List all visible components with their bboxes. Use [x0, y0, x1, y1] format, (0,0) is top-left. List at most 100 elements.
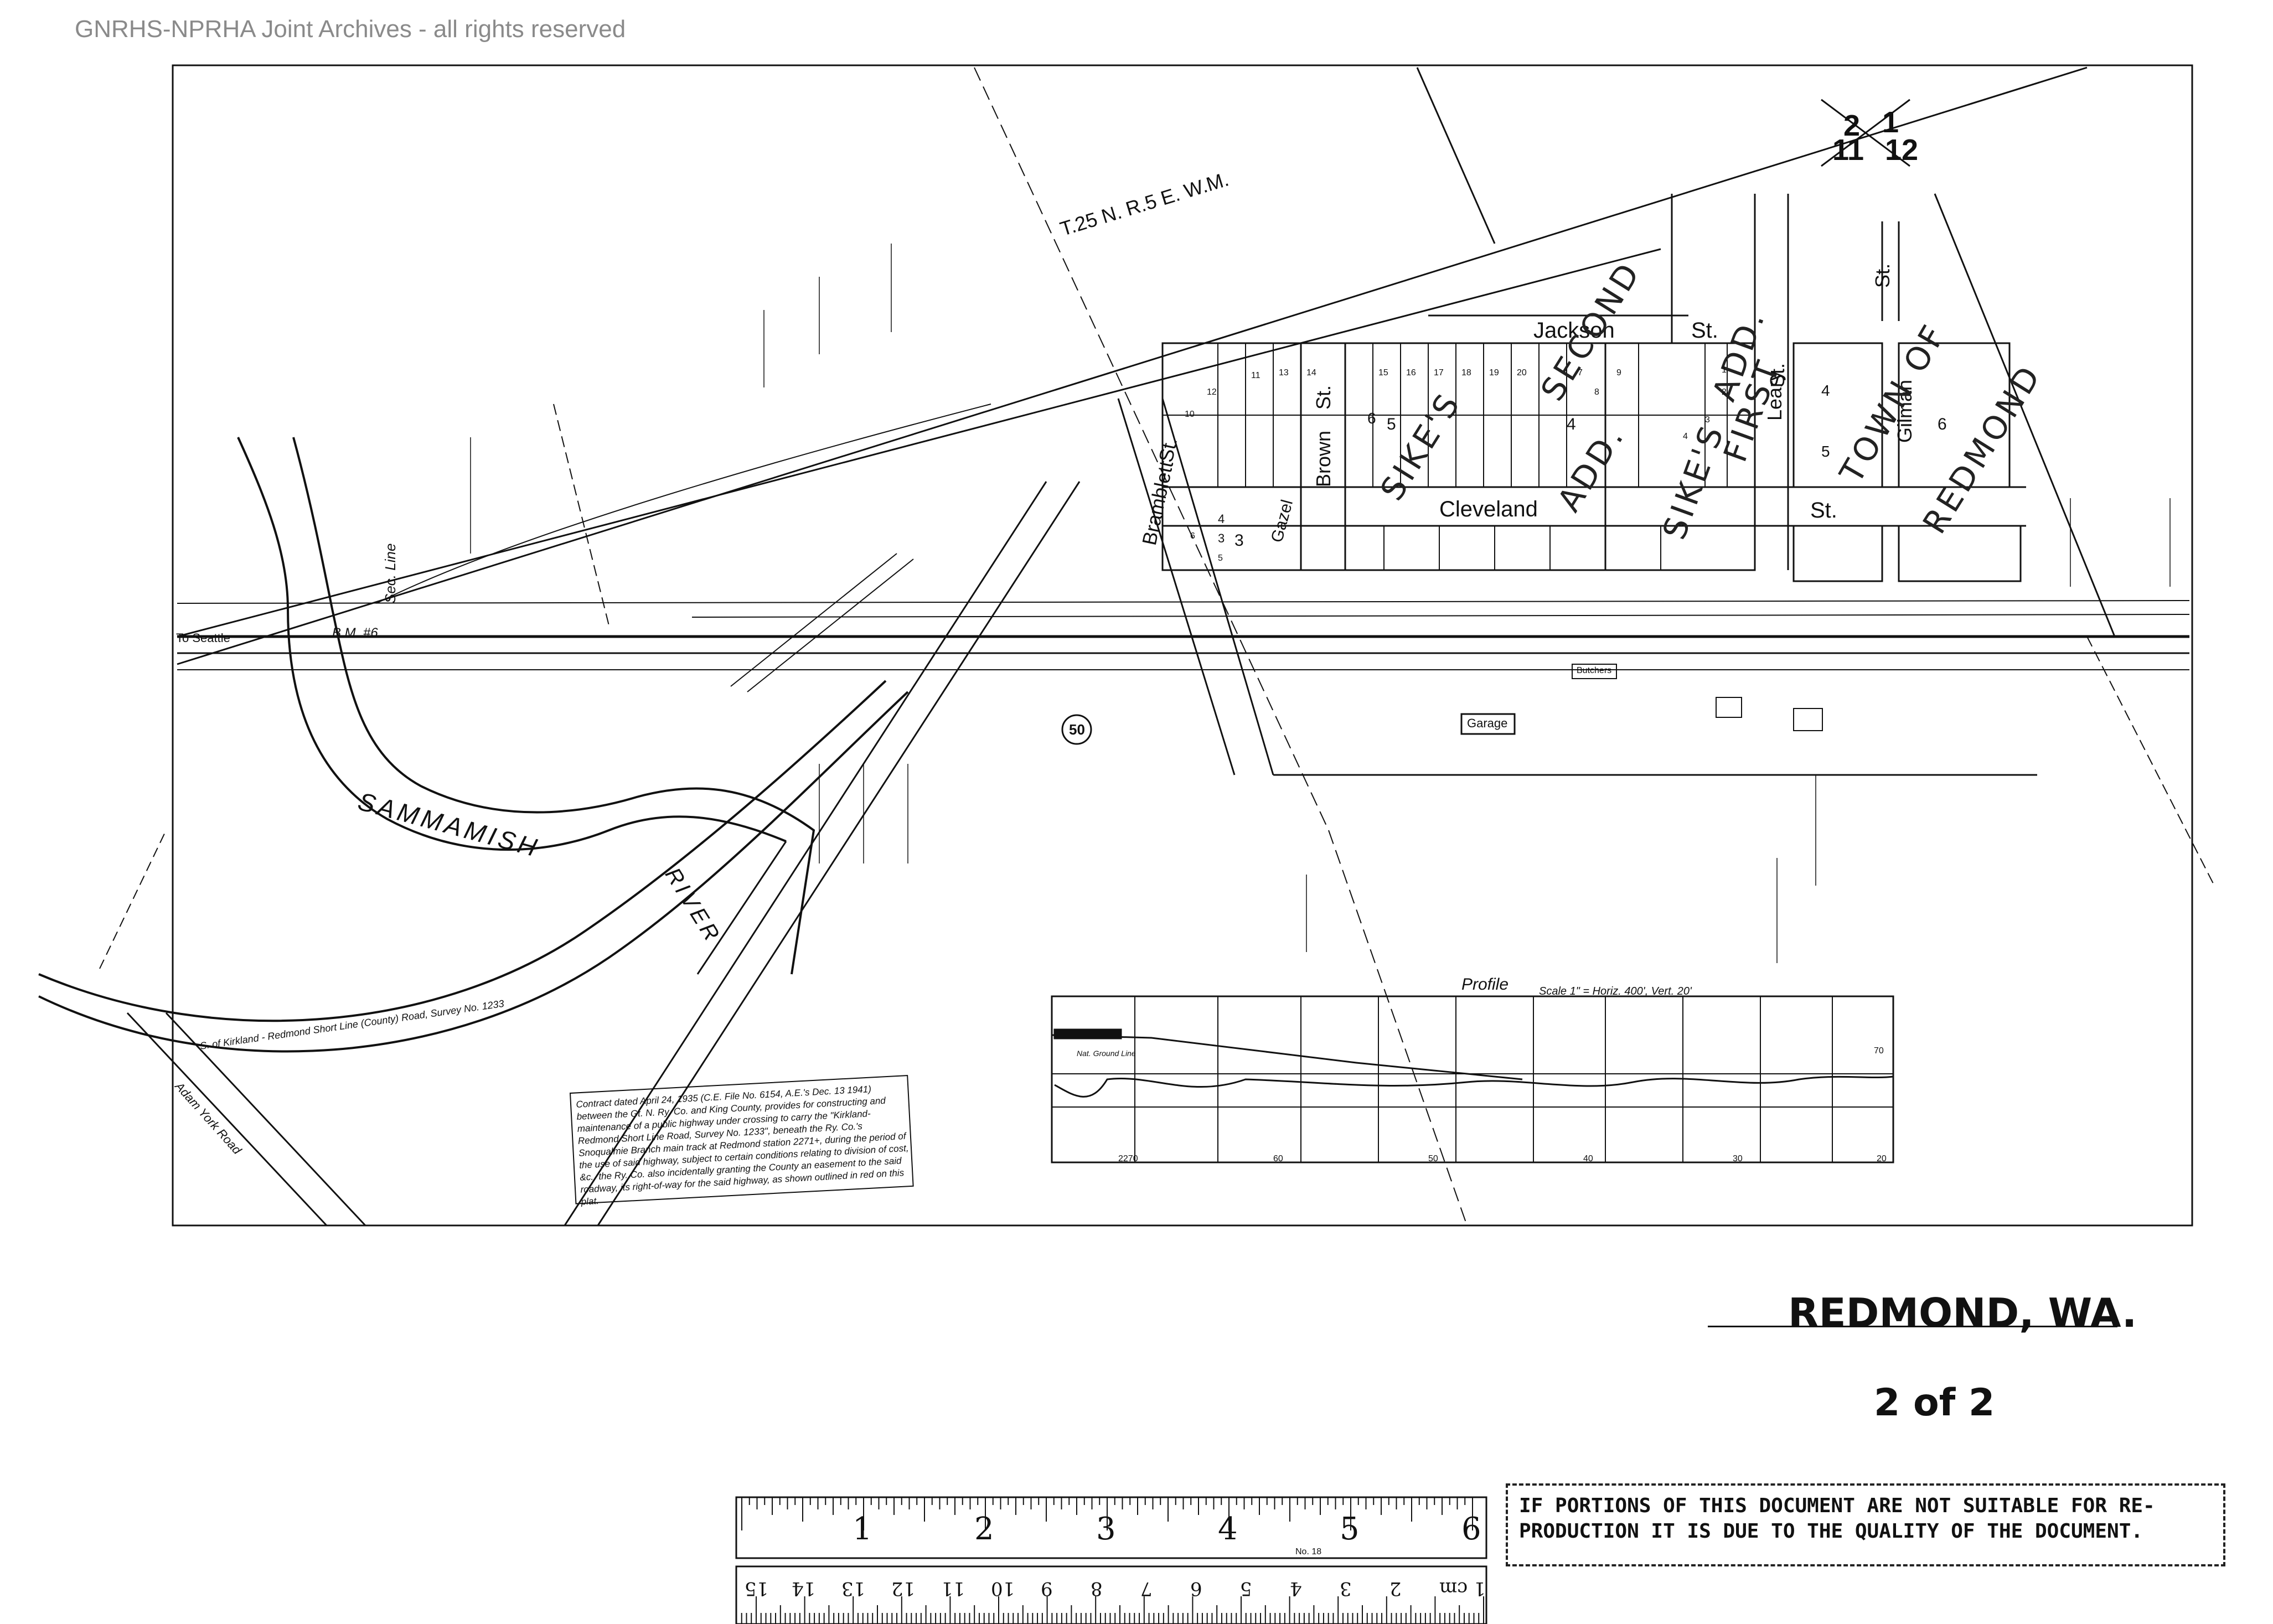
contract-note: Contract dated April 24, 1935 (C.E. File… [576, 1084, 909, 1207]
ruler-ticks [741, 1497, 1484, 1624]
profile-ground-label: Nat. Ground Line [1077, 1049, 1136, 1058]
town-block-south-b [1898, 525, 2022, 582]
lot-lines [1163, 343, 1755, 570]
sheet-border [172, 64, 2193, 1227]
ruler-maker-label: No. 18 [1295, 1547, 1322, 1556]
town-block-4 [1792, 342, 1883, 488]
ruler-cm-label: 8 [1091, 1578, 1103, 1600]
ruler-inch-label: 3 [1096, 1511, 1116, 1547]
milepost-circle [1061, 714, 1092, 745]
ruler-cm-label: 11 [941, 1578, 965, 1600]
block-number: 6 [1367, 410, 1376, 427]
ruler-inch-label: 5 [1340, 1511, 1360, 1547]
profile-bridge-fill [1053, 1028, 1122, 1039]
dashed-line-west [99, 830, 167, 969]
sec-line-label: Sec. Line [382, 543, 399, 603]
lot-number: 11 [1251, 371, 1261, 380]
bench-mark-label: B.M. #6 [332, 625, 378, 640]
town-block-6 [1898, 342, 2011, 488]
inch-ruler-frame [735, 1496, 1487, 1559]
right-of-way-north [177, 600, 2190, 604]
street-brown: Brown [1312, 430, 1335, 487]
block-number: 5 [1387, 415, 1396, 433]
lot-number: 15 [1378, 368, 1388, 377]
lot-number: 5 [1218, 554, 1223, 563]
block-number: 5 [1821, 443, 1830, 460]
annotation-marks [470, 244, 2171, 963]
section-corner-b [1821, 99, 1910, 167]
contract-note-frame [569, 1075, 914, 1204]
lot-number: 18 [1461, 368, 1471, 377]
profile-station: 20 [1877, 1154, 1887, 1163]
to-seattle-label: To Seattle [176, 631, 230, 645]
river-bank-south [292, 437, 815, 975]
profile-frame [1051, 995, 1894, 1163]
section-line-north [1416, 67, 1496, 244]
street-cleveland-st: St. [1810, 498, 1837, 523]
crossing-line-1 [730, 553, 897, 687]
lot-number: 3 [1705, 415, 1710, 425]
title-underline [1708, 1326, 2117, 1327]
ruler-inch-label: 2 [974, 1511, 994, 1547]
road-edge-west [564, 481, 1047, 1226]
ruler-cm-label: 5 [1240, 1578, 1252, 1600]
profile-elevation-label: 70 [1874, 1046, 1884, 1056]
section-number-2: 2 [1843, 109, 1861, 142]
dashed-survey-line-1 [974, 67, 1329, 831]
lot-number: 16 [1406, 368, 1416, 377]
lot-number: 13 [1279, 368, 1289, 377]
bramblett-st-east [1161, 398, 1274, 775]
ruler-cm-label: 15 [745, 1578, 769, 1600]
street-jackson: Jackson [1533, 318, 1615, 343]
reproduction-notice: IF PORTIONS OF THIS DOCUMENT ARE NOT SUI… [1506, 1483, 2225, 1566]
ruler-cm-label: 3 [1340, 1578, 1352, 1600]
lot-number: 2 [1722, 387, 1727, 397]
ruler-cm-label: 1 cm [1439, 1578, 1486, 1600]
street-gilman-st: St. [1871, 263, 1894, 288]
lot-number: 6 [1190, 531, 1195, 541]
small-building [1716, 697, 1742, 718]
profile-station: 40 [1583, 1154, 1593, 1163]
sheet-title: REDMOND, WA. [1788, 1290, 2137, 1336]
road-edge-east [597, 481, 1081, 1226]
lot-number: 7 [1578, 368, 1583, 377]
profile-ground-line [1054, 1075, 1894, 1098]
ruler-cm-label: 7 [1140, 1578, 1153, 1600]
profile-station: 30 [1733, 1154, 1743, 1163]
ruler-cm-label: 4 [1290, 1578, 1302, 1600]
butchers-label: Butchers [1577, 666, 1612, 675]
butchers-outline [1572, 664, 1617, 679]
ruler-cm-label: 9 [1041, 1578, 1053, 1600]
cm-ruler-frame [735, 1565, 1487, 1624]
lot-number: 17 [1434, 368, 1444, 377]
adam-york-road-edge-2 [165, 1012, 366, 1227]
ruler-cm-label: 13 [841, 1578, 866, 1600]
sheet-number: 2 of 2 [1874, 1381, 1995, 1425]
section-number-11: 11 [1832, 133, 1864, 167]
block-number: 3 [1218, 531, 1225, 545]
street-jackson-st: St. [1691, 318, 1718, 343]
river-bank-north [237, 437, 787, 851]
garage-label: Garage [1467, 716, 1508, 730]
lot-number: 10 [1185, 410, 1195, 419]
profile-gridlines [1052, 996, 1893, 1162]
ruler-cm-label: 6 [1190, 1578, 1202, 1600]
county-road-south [38, 691, 909, 1053]
dashed-sec-line [553, 404, 609, 626]
hotel-building [1793, 708, 1823, 731]
milepost-label: 50 [1069, 721, 1085, 738]
lot-number: 14 [1306, 368, 1316, 377]
lot-number: 1 [1722, 365, 1727, 375]
ruler-cm-label: 10 [991, 1578, 1015, 1600]
block-number: 4 [1218, 512, 1225, 526]
profile-station: 2270 [1118, 1154, 1138, 1163]
bramblett-st-west [1117, 398, 1236, 775]
profile-station: 50 [1428, 1154, 1438, 1163]
county-road-north [38, 680, 887, 1022]
archive-credit: GNRHS-NPRHA Joint Archives - all rights … [75, 15, 626, 43]
ruler-cm-label: 2 [1389, 1578, 1402, 1600]
town-block-south-a [1792, 525, 1883, 582]
street-brown-st: St. [1312, 385, 1335, 410]
river-channel [696, 841, 787, 975]
